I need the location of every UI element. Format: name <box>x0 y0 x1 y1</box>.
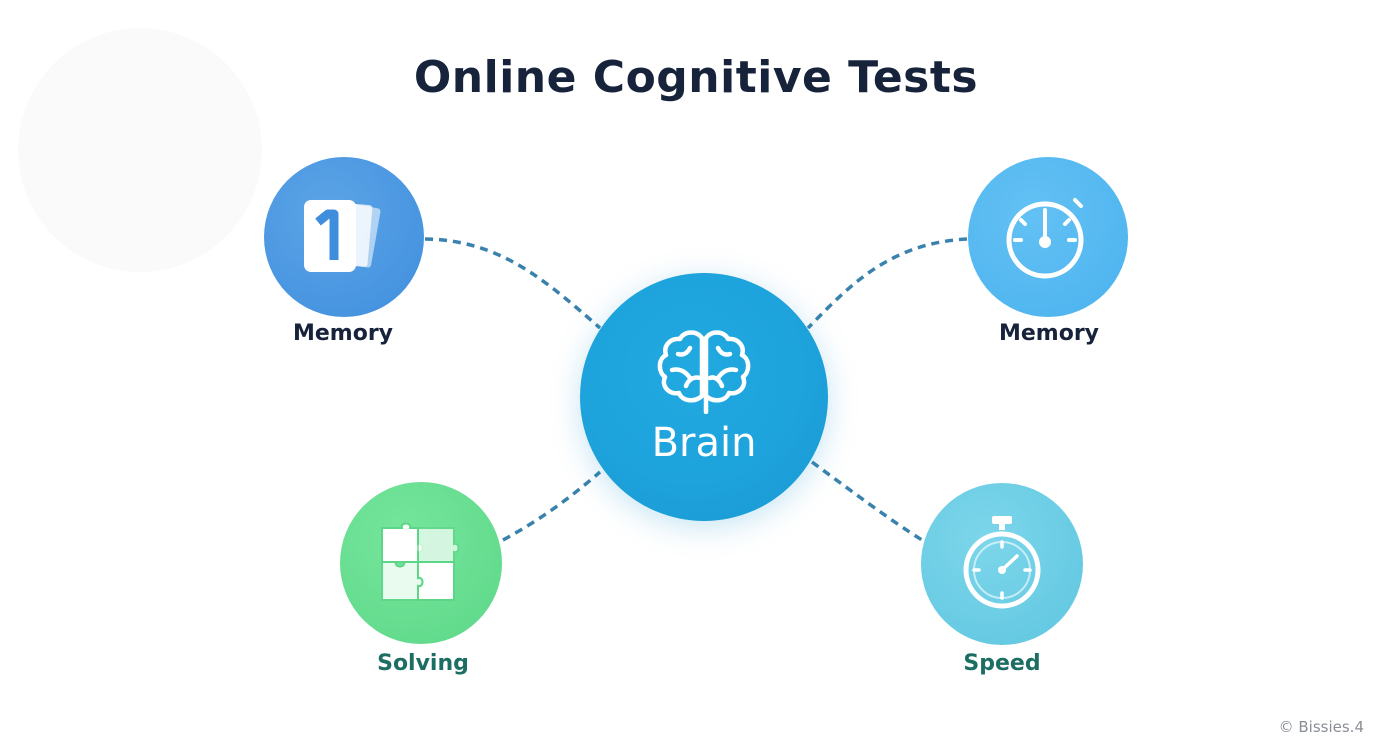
puzzle-icon <box>381 522 460 601</box>
memory-node-right[interactable] <box>968 157 1128 317</box>
brain-icon <box>657 330 751 414</box>
stopwatch-icon <box>963 516 1041 609</box>
solving-node[interactable] <box>340 482 502 644</box>
background-circle <box>18 28 262 272</box>
memory-label-left: Memory <box>292 321 394 346</box>
connector-memory-left <box>424 237 602 330</box>
speed-label: Speed <box>963 651 1041 676</box>
gauge-timer-icon <box>1006 198 1084 279</box>
footer-credit: © Bissies.4 <box>1278 718 1364 736</box>
page-title: Online Cognitive Tests <box>413 52 979 103</box>
solving-label: Solving <box>377 651 469 676</box>
brain-hub-node[interactable]: Brain <box>580 273 828 521</box>
connector-speed <box>810 460 923 542</box>
memory-node-left[interactable] <box>264 157 424 317</box>
hub-label: Brain <box>651 420 757 466</box>
numbered-cards-icon <box>304 200 381 272</box>
memory-label-right: Memory <box>998 321 1100 346</box>
connector-memory-right <box>806 237 968 330</box>
connector-solving <box>502 470 602 542</box>
speed-node[interactable] <box>921 483 1083 645</box>
